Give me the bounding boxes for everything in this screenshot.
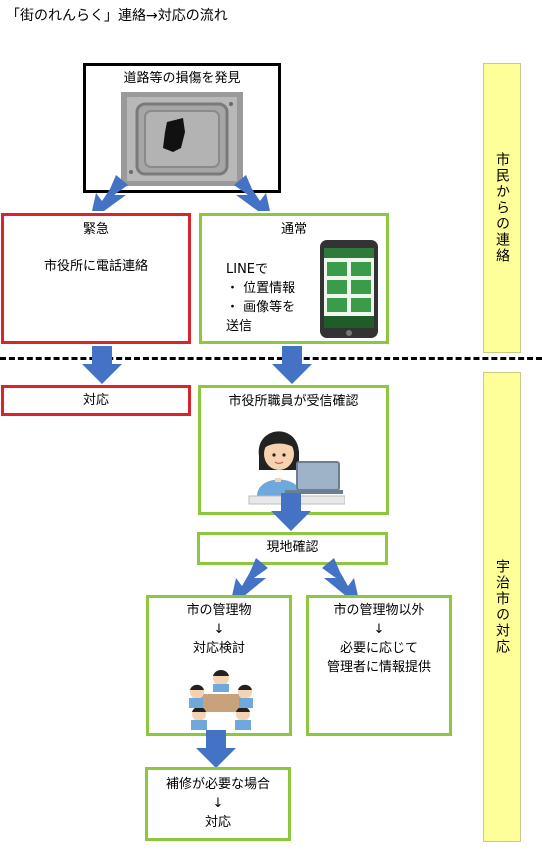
emergency-response-box: 対応 (1, 385, 191, 416)
page-title: 「街のれんらく」連絡→対応の流れ (6, 8, 228, 24)
arrow-to-normal (234, 175, 270, 211)
repair-box: 補修が必要な場合 ↓ 対応 (145, 767, 291, 841)
manhole-photo (121, 92, 243, 186)
meeting-illustration (189, 670, 253, 730)
smartphone-icon (320, 240, 378, 338)
normal-heading: 通常 (280, 222, 307, 237)
emergency-box: 緊急 市役所に電話連絡 (1, 213, 191, 344)
arrow-to-managed (232, 558, 268, 596)
arrow-staff-to-site (271, 493, 311, 531)
arrow-to-other (322, 558, 358, 596)
discovery-label: 道路等の損傷を発見 (123, 71, 241, 86)
repair-body: 補修が必要な場合 ↓ 対応 (165, 777, 270, 830)
arrow-emergency-down (82, 346, 122, 384)
normal-box: 通常 LINEで ・ 位置情報 ・ 画像等を 送信 (199, 213, 389, 344)
emergency-heading: 緊急 (82, 222, 109, 237)
discovery-box: 道路等の損傷を発見 (83, 63, 281, 193)
emergency-body: 市役所に電話連絡 (43, 259, 148, 274)
arrow-normal-down (272, 346, 312, 384)
arrow-managed-to-repair (196, 730, 236, 768)
site-confirm-box: 現地確認 (197, 532, 388, 565)
normal-body: LINEで ・ 位置情報 ・ 画像等を 送信 (226, 262, 296, 334)
managed-box: 市の管理物 ↓ 対応検討 (146, 595, 292, 736)
staff-confirm-label: 市役所職員が受信確認 (228, 394, 359, 409)
emergency-response-label: 対応 (82, 393, 109, 408)
section-label-citizen: 市民からの連絡 (483, 63, 521, 353)
other-box: 市の管理物以外 ↓ 必要に応じて 管理者に情報提供 (306, 595, 452, 736)
other-body: 市の管理物以外 ↓ 必要に応じて 管理者に情報提供 (326, 603, 431, 675)
section-divider (0, 357, 542, 360)
managed-body: 市の管理物 ↓ 対応検討 (186, 603, 252, 656)
section-label-city: 宇治市の対応 (483, 372, 521, 842)
arrow-to-emergency (92, 175, 128, 211)
site-confirm-label: 現地確認 (266, 540, 319, 555)
